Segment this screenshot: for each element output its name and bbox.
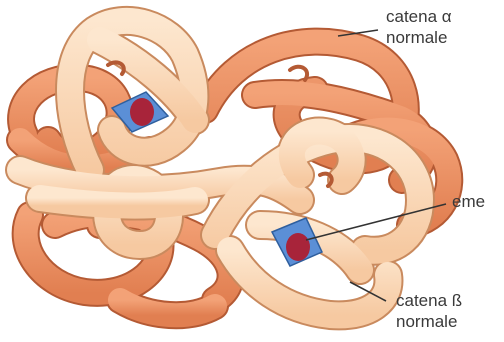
heme-label: eme [452,191,485,212]
alpha-chain-label: catena α normale [386,6,452,48]
beta-chain-label-line2: normale [396,311,462,332]
beta-chain-label: catena ß normale [396,290,462,332]
beta-chain-label-line1: catena ß [396,290,462,311]
alpha-chain-label-line1: catena α [386,6,452,27]
alpha-chain-label-line2: normale [386,27,452,48]
